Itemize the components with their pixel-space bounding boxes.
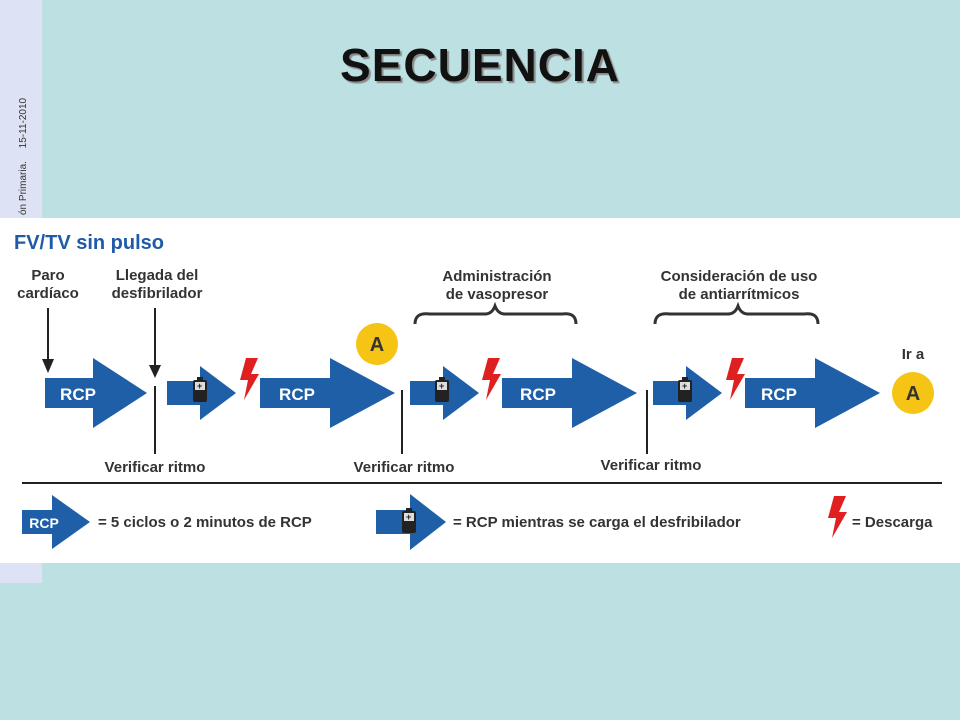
rcp-arrow-4: RCP	[745, 358, 880, 428]
sequence-diagram: + FV/TV sin pulso Paro cardíaco Llegada …	[14, 232, 942, 550]
rcp-arrow-2-label: RCP	[279, 385, 315, 404]
sidebar-text-2: 15-11-2010	[18, 97, 29, 149]
legend-rcp-label: RCP	[29, 515, 59, 531]
verificar-ritmo-2: Verificar ritmo	[354, 459, 455, 476]
rcp-arrow-1-label: RCP	[60, 385, 96, 404]
legend-rcp-text: = 5 ciclos o 2 minutos de RCP	[98, 514, 312, 531]
sidebar-text-1: ón Primaria.	[18, 161, 29, 215]
legend-shock-text: = Descarga	[852, 514, 933, 531]
rcp-arrow-3-label: RCP	[520, 385, 556, 404]
legend-rcp-arrow: RCP	[22, 495, 90, 549]
label-llegada-2: desfibrilador	[112, 285, 203, 302]
rcp-arrow-1: RCP	[45, 358, 147, 428]
shock-bolt-icon-1	[240, 358, 259, 400]
a-badge-top	[356, 323, 398, 365]
legend-charging-arrow	[376, 494, 446, 550]
a-badge-end-label: A	[906, 383, 920, 405]
arrow-llegada-head	[149, 365, 161, 378]
rcp-arrow-3: RCP	[502, 358, 637, 428]
diagram-heading: FV/TV sin pulso	[14, 232, 164, 254]
legend-charging-text: = RCP mientras se carga el desfribilador	[453, 514, 741, 531]
label-paro-1: Paro	[31, 267, 64, 284]
a-badge-top-label: A	[370, 334, 384, 356]
shock-bolt-icon-3	[726, 358, 745, 400]
battery-icon	[678, 377, 692, 402]
battery-icon	[402, 508, 416, 533]
battery-icon	[435, 377, 449, 402]
label-admin-2: de vasopresor	[446, 286, 549, 303]
shock-bolt-icon-2	[482, 358, 501, 400]
brace-vasopresor	[413, 301, 578, 325]
label-admin-1: Administración	[442, 268, 551, 285]
label-paro-2: cardíaco	[17, 285, 79, 302]
charging-arrow-3	[653, 366, 722, 420]
rcp-arrow-4-label: RCP	[761, 385, 797, 404]
legend-shock-bolt-icon	[828, 496, 847, 538]
verificar-ritmo-3: Verificar ritmo	[601, 457, 702, 474]
verificar-ritmo-1: Verificar ritmo	[105, 459, 206, 476]
brace-antiarritmicos	[653, 301, 820, 325]
battery-icon	[193, 377, 207, 402]
slide-title: SECUENCIA	[340, 39, 620, 91]
label-consid-2: de antiarrítmicos	[679, 286, 800, 303]
charging-arrow-1	[167, 366, 236, 420]
arrow-paro-head	[42, 359, 54, 373]
label-consid-1: Consideración de uso	[661, 268, 818, 285]
diagram-panel: + FV/TV sin pulso Paro cardíaco Llegada …	[0, 218, 960, 563]
ir-a-label: Ir a	[902, 346, 925, 363]
a-badge-end	[892, 372, 934, 414]
label-llegada-1: Llegada del	[116, 267, 199, 284]
rcp-arrow-2: RCP	[260, 358, 395, 428]
sidebar-vertical-text: ón Primaria. 15-11-2010	[18, 88, 29, 215]
charging-arrow-2	[410, 366, 479, 420]
